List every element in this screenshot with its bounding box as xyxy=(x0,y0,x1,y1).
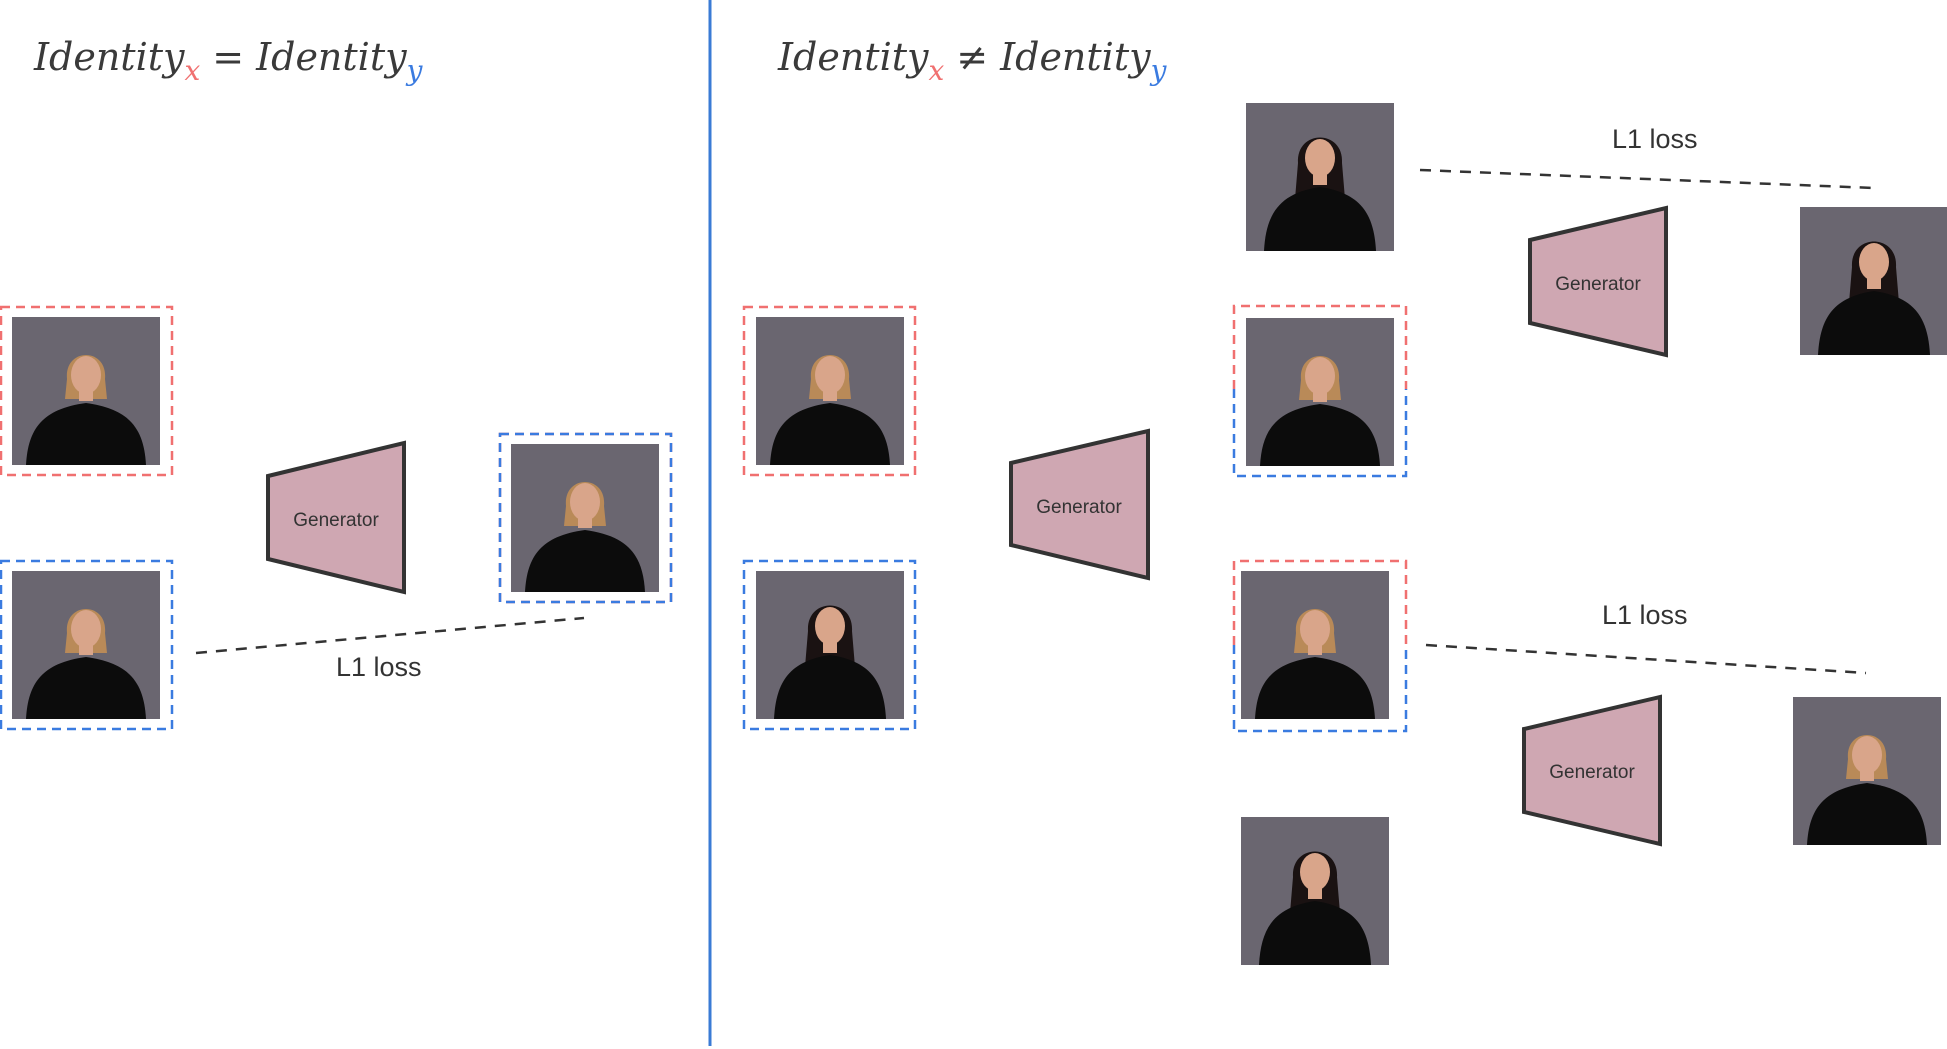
right-top-l1-loss-line xyxy=(1419,168,1875,190)
left-l1-loss-label: L1 loss xyxy=(336,652,422,682)
right-heading-operator: ≠ xyxy=(956,35,988,79)
right-bottom-generator: Generator xyxy=(1522,694,1662,847)
right-heading-identity-y: Identity xyxy=(999,35,1151,79)
right-top-middle-image xyxy=(1232,304,1408,478)
left-generator: Generator xyxy=(266,440,406,595)
left-heading-identity-x: Identity xyxy=(33,35,185,79)
left-heading-identity-y: Identity xyxy=(255,35,407,79)
right-bottom-generator-label: Generator xyxy=(1549,762,1635,783)
left-output-image xyxy=(498,432,673,604)
left-pose-image xyxy=(0,559,174,731)
left-generator-label: Generator xyxy=(293,510,379,531)
right-bottom-l1-loss-line xyxy=(1425,643,1867,675)
right-top-generator-label: Generator xyxy=(1555,274,1641,295)
left-heading-sub-y: y xyxy=(405,54,424,87)
left-source-image xyxy=(0,305,174,477)
right-bottom-l1-loss-label: L1 loss xyxy=(1602,600,1688,630)
right-main-generator-label: Generator xyxy=(1036,497,1122,518)
right-source-image-y xyxy=(742,559,917,731)
right-heading-identity-x: Identity xyxy=(777,35,929,79)
right-heading-sub-x: x xyxy=(928,54,944,87)
right-top-output-image xyxy=(1800,207,1947,355)
right-bottom-middle-image xyxy=(1232,559,1408,733)
left-l1-loss-line xyxy=(195,616,585,655)
right-main-generator: Generator xyxy=(1009,428,1150,581)
left-heading: Identityx=Identityy xyxy=(33,35,424,87)
right-bottom-output-image xyxy=(1793,697,1941,845)
right-heading: Identityx≠Identityy xyxy=(777,35,1168,87)
right-heading-sub-y: y xyxy=(1149,54,1168,87)
right-bottom-reference-image xyxy=(1241,817,1389,965)
left-heading-sub-x: x xyxy=(184,54,200,87)
right-source-image-x xyxy=(742,305,917,477)
right-top-reference-image xyxy=(1246,103,1394,251)
right-top-l1-loss-label: L1 loss xyxy=(1612,124,1698,154)
left-heading-operator: = xyxy=(212,35,244,79)
right-top-generator: Generator xyxy=(1528,205,1668,358)
